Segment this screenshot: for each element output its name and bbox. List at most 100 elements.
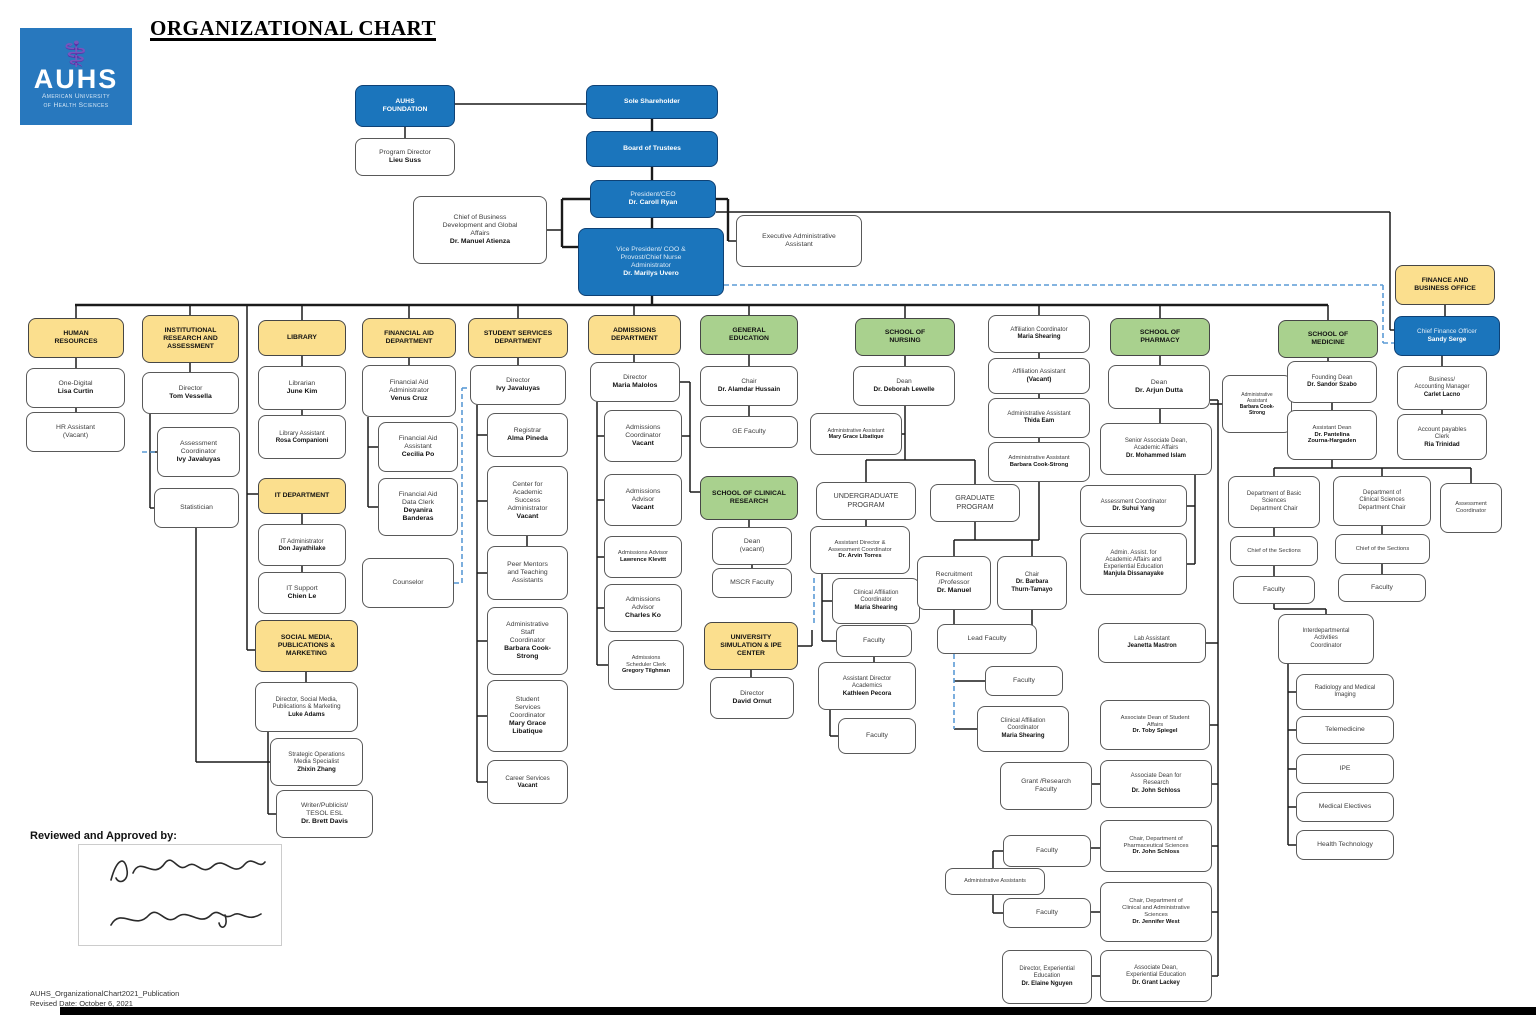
caduceus-icon: ⚕️​ — [61, 41, 91, 69]
node-smpm-director: Director, Social Media,Publications & Ma… — [255, 682, 358, 732]
approval-heading: Reviewed and Approved by: — [30, 830, 177, 842]
bottom-bar — [60, 1007, 1536, 1015]
node-administrative-assistants: Administrative Assistants — [945, 868, 1045, 895]
node-medical-electives: Medical Electives — [1296, 792, 1394, 822]
node-affiliation-assistant: Affiliation Assistant(Vacant) — [988, 358, 1090, 394]
footer-revised-date: Revised Date: October 6, 2021 — [30, 998, 133, 1008]
signature-president — [110, 911, 262, 928]
logo-name-line2: of Health Sciences — [43, 101, 109, 109]
node-social-media-marketing: SOCIAL MEDIA,PUBLICATIONS &MARKETING — [255, 620, 358, 672]
page-title: ORGANIZATIONAL CHART — [150, 16, 436, 41]
node-ge-faculty: GE Faculty — [700, 416, 798, 448]
node-med-faculty-1: Faculty — [1233, 576, 1315, 604]
node-son-faculty-3: Faculty — [985, 666, 1063, 696]
node-it-department: IT DEPARTMENT — [258, 478, 346, 514]
node-telemedicine: Telemedicine — [1296, 716, 1394, 744]
signature-chair — [110, 859, 266, 883]
node-vp-coo-provost: Vice President/ COO &Provost/Chief Nurse… — [578, 228, 724, 296]
node-board-of-trustees: Board of Trustees — [586, 131, 718, 167]
document-footer: AUHS_OrganizationalChart2021_Publication… — [30, 989, 179, 1009]
approval-section: Reviewed and Approved by: — [30, 830, 177, 842]
auhs-logo: ⚕️​ AUHS American University of Health S… — [20, 28, 132, 125]
node-statistician: Statistician — [154, 488, 239, 528]
node-mscr-faculty: MSCR Faculty — [712, 568, 792, 598]
node-lead-faculty: Lead Faculty — [937, 624, 1037, 654]
logo-abbr: AUHS — [33, 64, 119, 95]
node-son-faculty-1: Faculty — [836, 625, 912, 657]
node-hr-assistant: HR Assistant(Vacant) — [26, 412, 125, 452]
node-ipe: IPE — [1296, 754, 1394, 784]
node-chief-sections-2: Chief of the Sections — [1335, 534, 1430, 564]
node-asst-dir-assessment: Assistant Director &Assessment Coordinat… — [810, 526, 910, 574]
node-library: LIBRARY — [258, 320, 346, 356]
node-counselor: Counselor — [362, 558, 454, 608]
logo-name-line1: American University — [41, 93, 111, 101]
node-med-faculty-2: Faculty — [1338, 574, 1426, 602]
node-sop-faculty-2: Faculty — [1003, 898, 1091, 928]
